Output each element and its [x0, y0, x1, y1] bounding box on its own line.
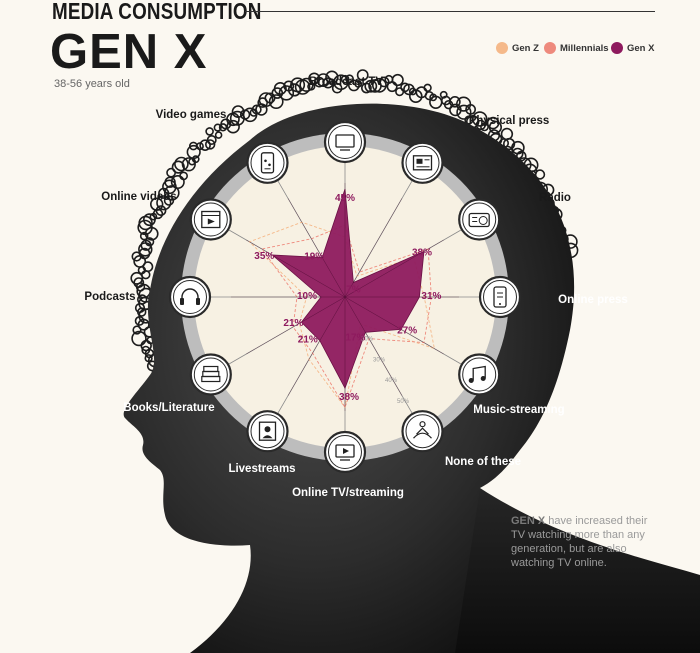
annotation-note: GEN X have increased their TV watching m…: [511, 514, 661, 570]
grid-label: 20%: [361, 337, 374, 343]
value-label: 38%: [339, 392, 359, 403]
newspaper-icon: [401, 141, 444, 184]
video-player-icon: [189, 198, 232, 241]
age-subtitle: 38-56 years old: [54, 78, 130, 90]
category-label: Online press: [558, 294, 628, 306]
legend-label: Gen Z: [512, 42, 539, 54]
category-label: Podcasts: [84, 291, 135, 303]
value-label: 21%: [283, 318, 303, 329]
grid-label: 30%: [373, 357, 386, 363]
legend-item-gen-x: Gen X: [611, 41, 654, 55]
legend-item-gen-z: Gen Z: [496, 41, 539, 55]
category-label: Livestreams: [228, 463, 295, 475]
axis-spoke-overlay: [344, 198, 403, 298]
music-notes-icon: [458, 353, 501, 396]
legend-swatch: [496, 42, 508, 54]
header-divider: [245, 11, 655, 12]
category-label: Music-streaming: [473, 404, 564, 416]
category-label: Online videos: [101, 191, 176, 203]
value-label: 19%: [304, 252, 324, 263]
kicker-title: MEDIA CONSUMPTION: [52, 0, 262, 24]
note-text: have increased their TV watching more th…: [511, 515, 648, 569]
grid-label: 50%: [397, 399, 410, 405]
category-label: Physical press: [469, 115, 550, 127]
legend-swatch: [544, 42, 556, 54]
category-label: Broadcast TV: [309, 76, 383, 88]
smartphone-icon: [478, 275, 522, 319]
legend-item-millennials: Millennials: [544, 41, 609, 55]
value-label: 45%: [335, 193, 355, 204]
page-title: GEN X: [50, 25, 208, 79]
value-label: 7%: [346, 285, 361, 296]
books-icon: [189, 353, 232, 396]
livestream-icon: [246, 410, 289, 453]
online-tv-icon: [323, 430, 367, 474]
radio-icon: [458, 198, 501, 241]
game-controller-icon: [246, 141, 289, 184]
legend-label: Millennials: [560, 42, 609, 54]
axis-spoke-overlay: [246, 239, 346, 298]
category-label: Video games: [156, 109, 227, 121]
category-label: Online TV/streaming: [292, 487, 404, 499]
legend-swatch: [611, 42, 623, 54]
value-label: 38%: [412, 247, 432, 258]
axis-spoke-overlay: [287, 198, 346, 298]
value-label: 21%: [298, 335, 318, 346]
category-label: Radio: [539, 192, 571, 204]
category-label: Books/Literature: [123, 402, 214, 414]
axis-spoke-overlay: [344, 296, 403, 396]
value-label: 27%: [397, 325, 417, 336]
tv-icon: [323, 120, 367, 164]
axis-spoke-overlay: [344, 239, 444, 298]
axis-spoke-overlay: [344, 296, 444, 355]
meditation-icon: [401, 410, 444, 453]
value-label: 31%: [421, 291, 441, 302]
axis-spoke-overlay: [287, 296, 346, 396]
value-label: 35%: [254, 251, 274, 262]
headphones-icon: [168, 275, 212, 319]
category-label: None of these: [445, 456, 521, 468]
note-highlight: GEN X: [511, 515, 546, 527]
value-label: 17%: [345, 332, 365, 343]
legend-label: Gen X: [627, 42, 655, 54]
value-label: 10%: [297, 291, 317, 302]
grid-label: 40%: [385, 378, 398, 384]
axis-spoke-overlay: [246, 296, 346, 355]
